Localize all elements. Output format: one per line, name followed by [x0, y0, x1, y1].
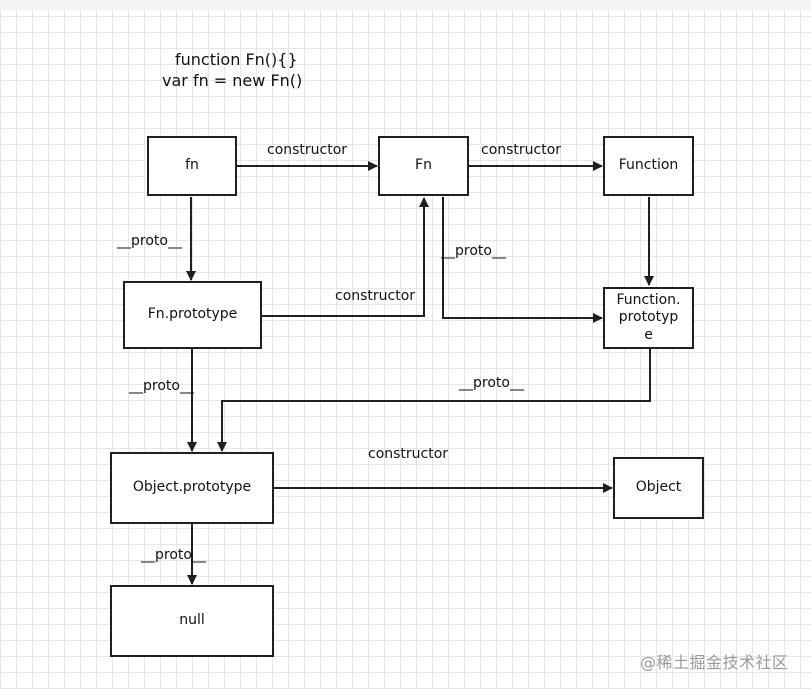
edge-label-Object-prototype-to-Object: constructor [368, 446, 449, 462]
edge-label-fn-to-Fn-prototype: __proto__ [117, 233, 182, 249]
node-Object: Object [613, 457, 704, 519]
node-Object-prototype: Object.prototype [110, 452, 274, 524]
node-fn-label: fn [185, 157, 199, 174]
node-Function-prototype-line-3: e [644, 326, 653, 343]
code-line-2: var fn = new Fn() [162, 71, 303, 90]
edge-label-Fn-prototype-to-Fn: constructor [335, 288, 416, 304]
edge-Function-prototype-to-Object-prototype [217, 349, 651, 452]
node-Function-prototype: Function. prototyp e [603, 287, 694, 349]
watermark: @稀土掘金技术社区 [640, 653, 789, 672]
node-Fn-prototype-label: Fn.prototype [147, 306, 238, 323]
edge-label-Fn-to-Function-prototype: __proto__ [441, 243, 506, 259]
node-null: null [110, 585, 274, 657]
node-Fn-label: Fn [415, 157, 432, 174]
edge-label-Fn-to-Function: constructor [481, 142, 562, 158]
edge-label-fn-to-Fn: constructor [267, 142, 348, 158]
node-Function: Function [603, 136, 694, 196]
node-Fn: Fn [378, 136, 469, 196]
node-fn: fn [147, 136, 237, 196]
node-null-label: null [179, 612, 205, 629]
edge-label-Function-prototype-to-Object-prototype: __proto__ [459, 375, 524, 391]
node-Function-prototype-line-1: Function. [616, 291, 681, 308]
node-Fn-prototype: Fn.prototype [123, 281, 262, 349]
edge-label-Object-prototype-to-null: __proto__ [141, 547, 206, 563]
node-Object-prototype-label: Object.prototype [132, 479, 252, 496]
edge-Fn-prototype-to-Fn [262, 197, 429, 317]
top-strip [0, 0, 811, 10]
node-Object-label: Object [635, 479, 682, 496]
edge-label-Fn-prototype-to-Object-prototype: __proto__ [129, 378, 194, 394]
node-Function-label: Function [618, 157, 679, 174]
code-line-1: function Fn(){} [175, 50, 298, 69]
node-Function-prototype-line-2: prototyp [618, 309, 679, 326]
edge-Fn-to-Function-prototype [442, 197, 603, 323]
